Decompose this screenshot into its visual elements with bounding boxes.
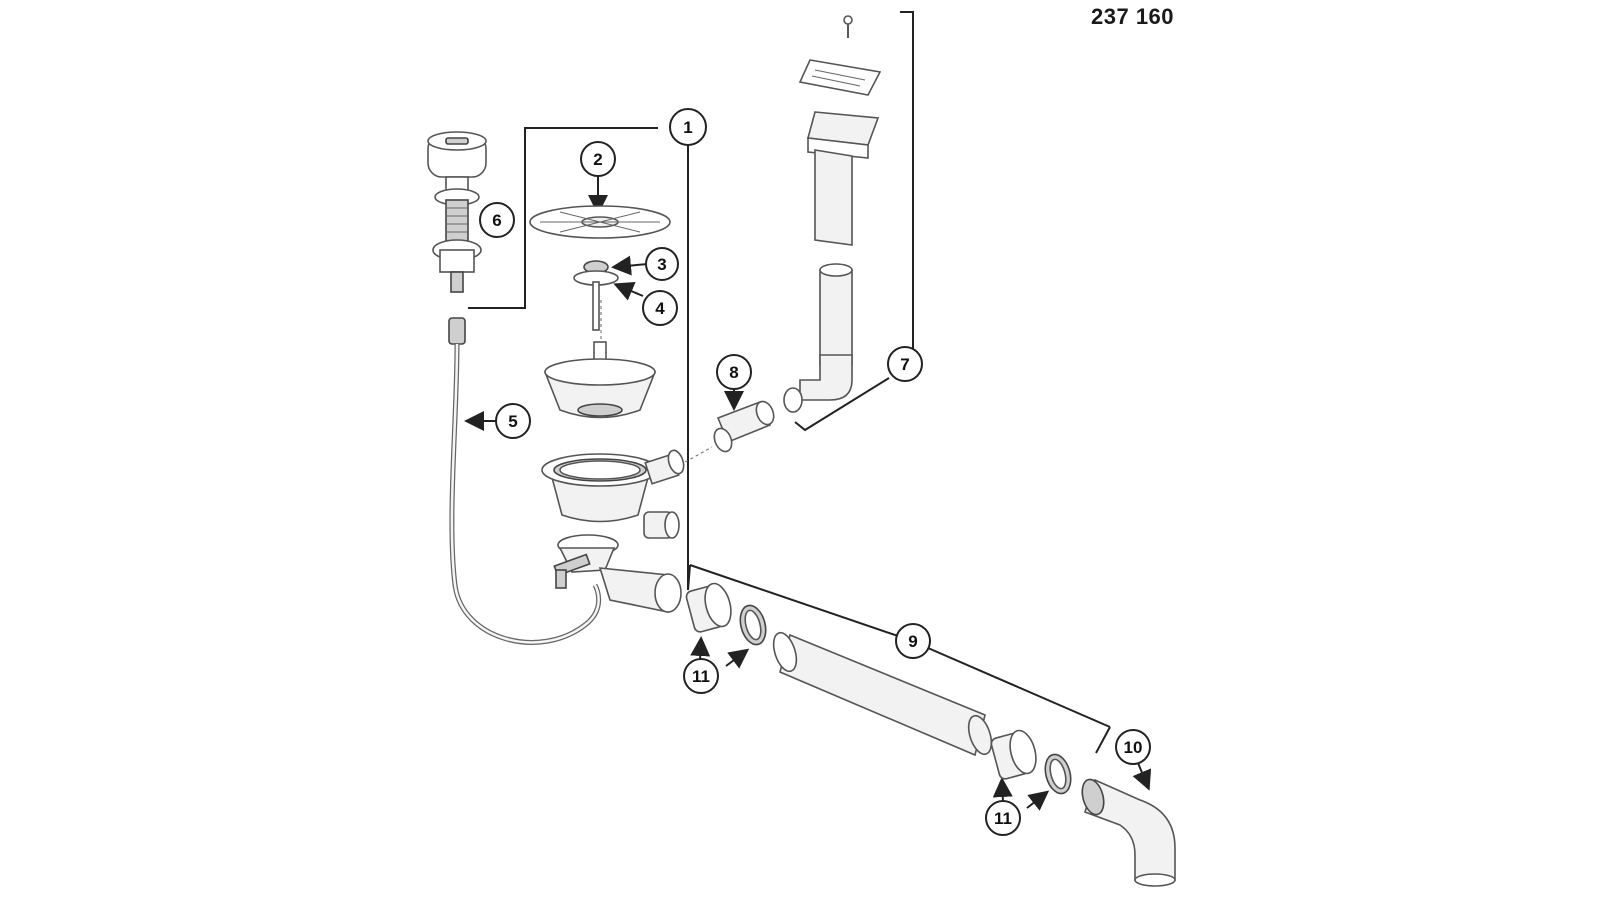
overflow-part — [783, 15, 882, 413]
callout-7-label: 7 — [900, 355, 909, 374]
bowden-cable-part — [448, 317, 602, 645]
callout-3-label: 3 — [657, 255, 666, 274]
callout-3: 3 — [645, 247, 679, 281]
callout-10: 10 — [1115, 729, 1151, 765]
waste-body-part — [541, 449, 685, 539]
callout-8-label: 8 — [729, 363, 738, 382]
callout-11-right: 11 — [985, 800, 1021, 836]
pointer-arrows — [464, 175, 1152, 811]
strainer-basket-part — [543, 341, 657, 419]
callout-6-label: 6 — [492, 211, 501, 230]
stopper-plunger-part — [573, 260, 619, 331]
nut-seal-left-part — [685, 582, 767, 646]
callout-11-left-label: 11 — [692, 667, 710, 686]
callout-7: 7 — [887, 346, 923, 382]
leader-lines — [468, 11, 1111, 754]
callout-11-right-label: 11 — [994, 809, 1012, 828]
callout-4: 4 — [642, 290, 678, 326]
operating-knob-part — [427, 131, 487, 293]
callout-4-label: 4 — [655, 299, 665, 318]
callout-10-label: 10 — [1124, 738, 1143, 757]
callout-2: 2 — [580, 141, 616, 177]
callout-1-label: 1 — [683, 118, 692, 137]
callout-11-left: 11 — [683, 658, 719, 694]
outlet-lever-part — [553, 534, 682, 613]
elbow-part — [1081, 778, 1176, 887]
cover-plate-part — [529, 205, 671, 239]
nut-seal-right-part — [990, 729, 1072, 795]
callout-2-label: 2 — [593, 150, 602, 169]
callout-8: 8 — [716, 354, 752, 390]
callout-9-label: 9 — [908, 632, 917, 651]
callout-6: 6 — [479, 202, 515, 238]
callout-5-label: 5 — [508, 412, 517, 431]
callout-9: 9 — [895, 623, 931, 659]
callout-1: 1 — [669, 108, 707, 146]
callout-5: 5 — [495, 403, 531, 439]
article-number: 237 160 — [1091, 4, 1175, 29]
connecting-pipe-part — [772, 631, 993, 757]
connector-part — [713, 400, 775, 453]
